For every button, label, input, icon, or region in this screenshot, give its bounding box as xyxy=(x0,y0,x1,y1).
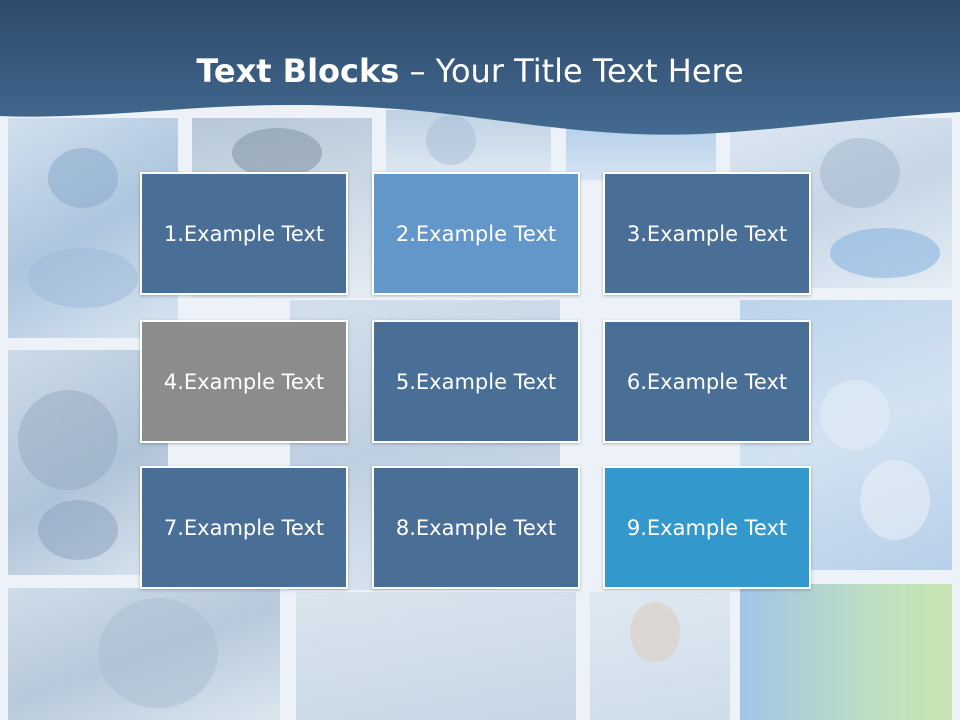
text-block-1[interactable]: 1.Example Text xyxy=(140,172,348,295)
title-dash: – xyxy=(399,52,436,90)
lab-photo-bottom-center xyxy=(296,592,576,720)
text-block-5[interactable]: 5.Example Text xyxy=(372,320,580,443)
text-block-9[interactable]: 9.Example Text xyxy=(603,466,811,589)
header-band: Text Blocks – Your Title Text Here xyxy=(0,0,960,140)
text-block-8[interactable]: 8.Example Text xyxy=(372,466,580,589)
lab-photo-colored-tubes xyxy=(740,584,952,720)
lab-photo-woman-microscope xyxy=(590,592,730,720)
title-bold: Text Blocks xyxy=(196,52,400,90)
text-block-3[interactable]: 3.Example Text xyxy=(603,172,811,295)
text-block-2[interactable]: 2.Example Text xyxy=(372,172,580,295)
lab-photo-lens-bottom xyxy=(8,588,280,720)
header-wave xyxy=(0,0,960,135)
text-block-4[interactable]: 4.Example Text xyxy=(140,320,348,443)
text-block-7[interactable]: 7.Example Text xyxy=(140,466,348,589)
page-title: Text Blocks – Your Title Text Here xyxy=(0,52,940,90)
title-rest: Your Title Text Here xyxy=(435,52,744,90)
text-block-6[interactable]: 6.Example Text xyxy=(603,320,811,443)
